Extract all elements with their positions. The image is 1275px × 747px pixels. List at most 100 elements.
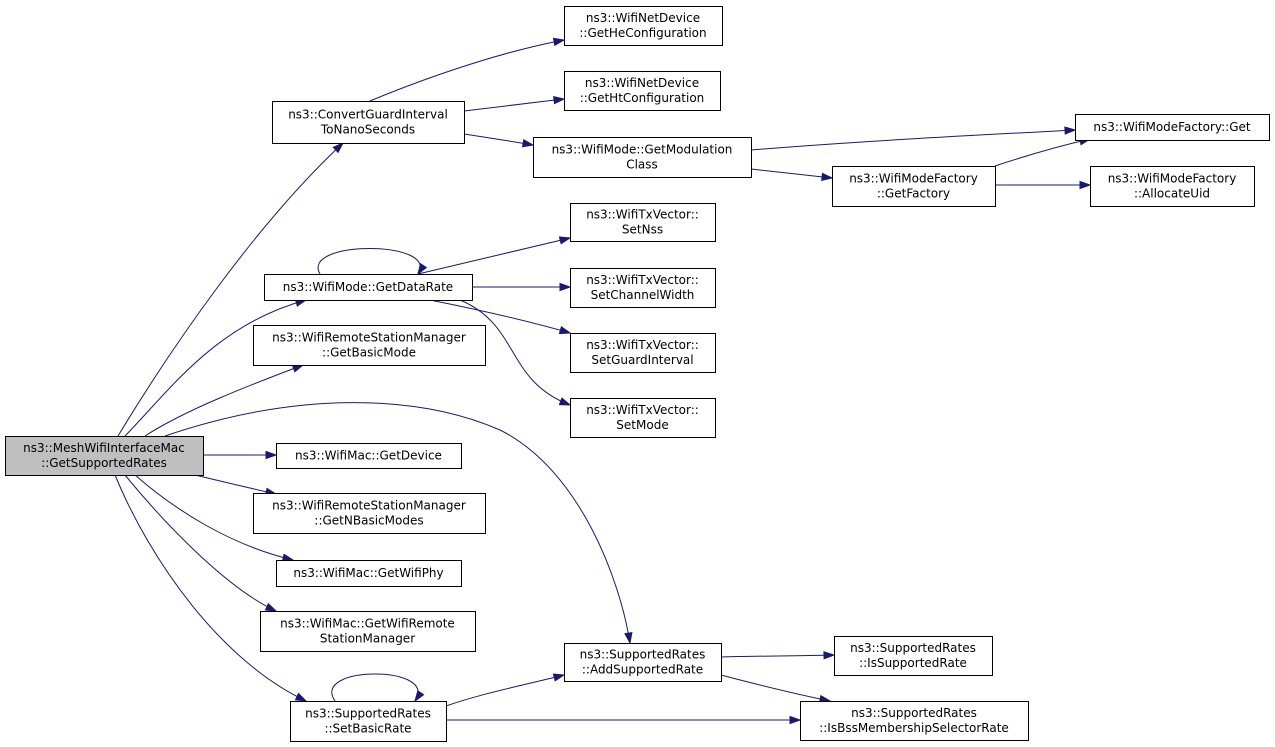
node-modeFactoryGet[interactable]: ns3::WifiModeFactory::Get — [1075, 114, 1270, 141]
node-getFactory[interactable]: ns3::WifiModeFactory::GetFactory — [832, 166, 996, 207]
edge-getDataRate-to-setChannelWidth — [472, 282, 572, 292]
edge-line — [124, 474, 277, 612]
node-getHeConfig[interactable]: ns3::WifiNetDevice::GetHeConfiguration — [564, 6, 723, 46]
node-addSupportedRate[interactable]: ns3::SupportedRates::AddSupportedRate — [564, 643, 722, 682]
arrow-head — [789, 715, 802, 725]
node-box — [564, 6, 723, 46]
node-label: ::SetBasicRate — [324, 722, 411, 736]
node-label: SetMode — [616, 418, 668, 432]
node-box — [290, 701, 447, 742]
node-label: SetGuardInterval — [591, 353, 693, 367]
edge-line — [994, 138, 1091, 167]
node-label: ns3::WifiNetDevice — [586, 11, 700, 25]
edge-getDataRate-to-setMode — [459, 299, 572, 406]
node-box — [253, 493, 486, 534]
node-setNss[interactable]: ns3::WifiTxVector::SetNss — [570, 203, 716, 242]
node-box — [570, 398, 716, 438]
edge-line — [124, 299, 307, 437]
arrow-head — [552, 673, 566, 682]
node-label: ns3::WifiModeFactory — [849, 172, 978, 186]
arrow-head — [823, 651, 836, 660]
node-getNBasicModes[interactable]: ns3::WifiRemoteStationManager::GetNBasic… — [253, 493, 486, 534]
node-label: ns3::MeshWifiInterfaceMac — [23, 441, 185, 455]
edge-setBasicRate-to-isBssMembership — [446, 715, 802, 725]
node-box — [1075, 114, 1270, 141]
arrow-head — [1064, 126, 1077, 135]
node-root[interactable]: ns3::MeshWifiInterfaceMac::GetSupportedR… — [5, 436, 204, 476]
edge-setBasicRate-to-setBasicRate — [331, 673, 425, 703]
node-getDevice[interactable]: ns3::WifiMac::GetDevice — [276, 443, 462, 469]
edge-line — [331, 673, 419, 702]
node-setBasicRate[interactable]: ns3::SupportedRates::SetBasicRate — [290, 701, 447, 742]
node-label: ns3::SupportedRates — [851, 706, 977, 720]
node-box — [276, 443, 462, 469]
node-label: ::AddSupportedRate — [582, 663, 703, 677]
node-label: ::IsSupportedRate — [859, 656, 967, 670]
arrow-head — [552, 37, 566, 47]
node-label: ::AllocateUid — [1134, 187, 1210, 201]
edges-layer — [114, 37, 1092, 725]
node-isBssMembership[interactable]: ns3::SupportedRates::IsBssMembershipSele… — [800, 701, 1029, 741]
node-label: Class — [626, 158, 658, 172]
node-getHtConfig[interactable]: ns3::WifiNetDevice::GetHtConfiguration — [564, 71, 721, 111]
node-label: ::GetNBasicModes — [314, 514, 423, 528]
arrow-head — [294, 692, 308, 702]
node-box — [832, 166, 996, 207]
node-getDataRate[interactable]: ns3::WifiMode::GetDataRate — [264, 274, 473, 301]
edge-line — [459, 299, 571, 406]
node-box — [5, 436, 204, 476]
nodes-layer: ns3::MeshWifiInterfaceMac::GetSupportedR… — [5, 6, 1270, 742]
edge-root-to-addSupportedRate — [164, 402, 633, 645]
arrow-head — [558, 397, 572, 406]
node-label: ::GetHeConfiguration — [579, 26, 706, 40]
arrow-head — [521, 139, 535, 148]
node-box — [272, 101, 465, 144]
node-setChannelWidth[interactable]: ns3::WifiTxVector::SetChannelWidth — [570, 268, 716, 308]
node-label: SetNss — [622, 223, 663, 237]
node-label: ns3::WifiModeFactory::Get — [1093, 120, 1250, 134]
node-label: ToNanoSeconds — [320, 123, 415, 137]
arrow-head — [558, 236, 572, 245]
edge-line — [144, 364, 304, 437]
node-allocateUid[interactable]: ns3::WifiModeFactory::AllocateUid — [1090, 166, 1255, 207]
node-getWifiRemote[interactable]: ns3::WifiMac::GetWifiRemoteStationManage… — [260, 611, 476, 652]
node-box — [564, 71, 721, 111]
edge-convertGuard-to-getModClass — [463, 133, 535, 148]
arrow-head — [414, 689, 425, 703]
node-label: ns3::WifiTxVector:: — [586, 403, 699, 417]
node-setMode[interactable]: ns3::WifiTxVector::SetMode — [570, 398, 716, 438]
edge-getDataRate-to-setGuardInterval — [429, 299, 572, 335]
node-label: ns3::WifiMac::GetWifiRemote — [280, 617, 455, 631]
edge-root-to-getDataRate — [124, 298, 308, 437]
node-getBasicMode[interactable]: ns3::WifiRemoteStationManager::GetBasicM… — [253, 325, 486, 366]
node-label: ns3::WifiMode::GetDataRate — [283, 280, 453, 294]
edge-addSupportedRate-to-isSupportedRate — [720, 651, 836, 660]
node-box — [800, 701, 1029, 741]
edge-setBasicRate-to-addSupportedRate — [445, 673, 566, 707]
edge-line — [720, 654, 835, 658]
edge-getModClass-to-getFactory — [750, 168, 834, 182]
edge-line — [117, 142, 344, 437]
node-label: ns3::WifiMac::GetWifiPhy — [293, 566, 443, 580]
edge-root-to-getBasicMode — [144, 364, 305, 437]
node-label: ns3::WifiTxVector:: — [586, 338, 699, 352]
node-getWifiPhy[interactable]: ns3::WifiMac::GetWifiPhy — [276, 560, 462, 587]
node-box — [1090, 166, 1255, 207]
node-box — [570, 203, 716, 242]
node-label: ns3::SupportedRates — [305, 707, 431, 721]
edge-getDataRate-to-getDataRate — [317, 248, 428, 276]
edge-line — [417, 237, 571, 275]
edge-root-to-getNBasicModes — [194, 474, 278, 496]
node-setGuardInterval[interactable]: ns3::WifiTxVector::SetGuardInterval — [570, 333, 716, 373]
node-label: ns3::SupportedRates — [580, 648, 706, 662]
node-isSupportedRate[interactable]: ns3::SupportedRates::IsSupportedRate — [834, 636, 993, 676]
edge-convertGuard-to-getHtConfig — [463, 96, 566, 112]
arrow-head — [291, 364, 305, 373]
node-label: ::GetHtConfiguration — [580, 91, 705, 105]
node-label: ::IsBssMembershipSelectorRate — [819, 721, 1009, 735]
arrow-head — [553, 96, 566, 105]
edge-convertGuard-to-getHeConfig — [369, 37, 566, 102]
